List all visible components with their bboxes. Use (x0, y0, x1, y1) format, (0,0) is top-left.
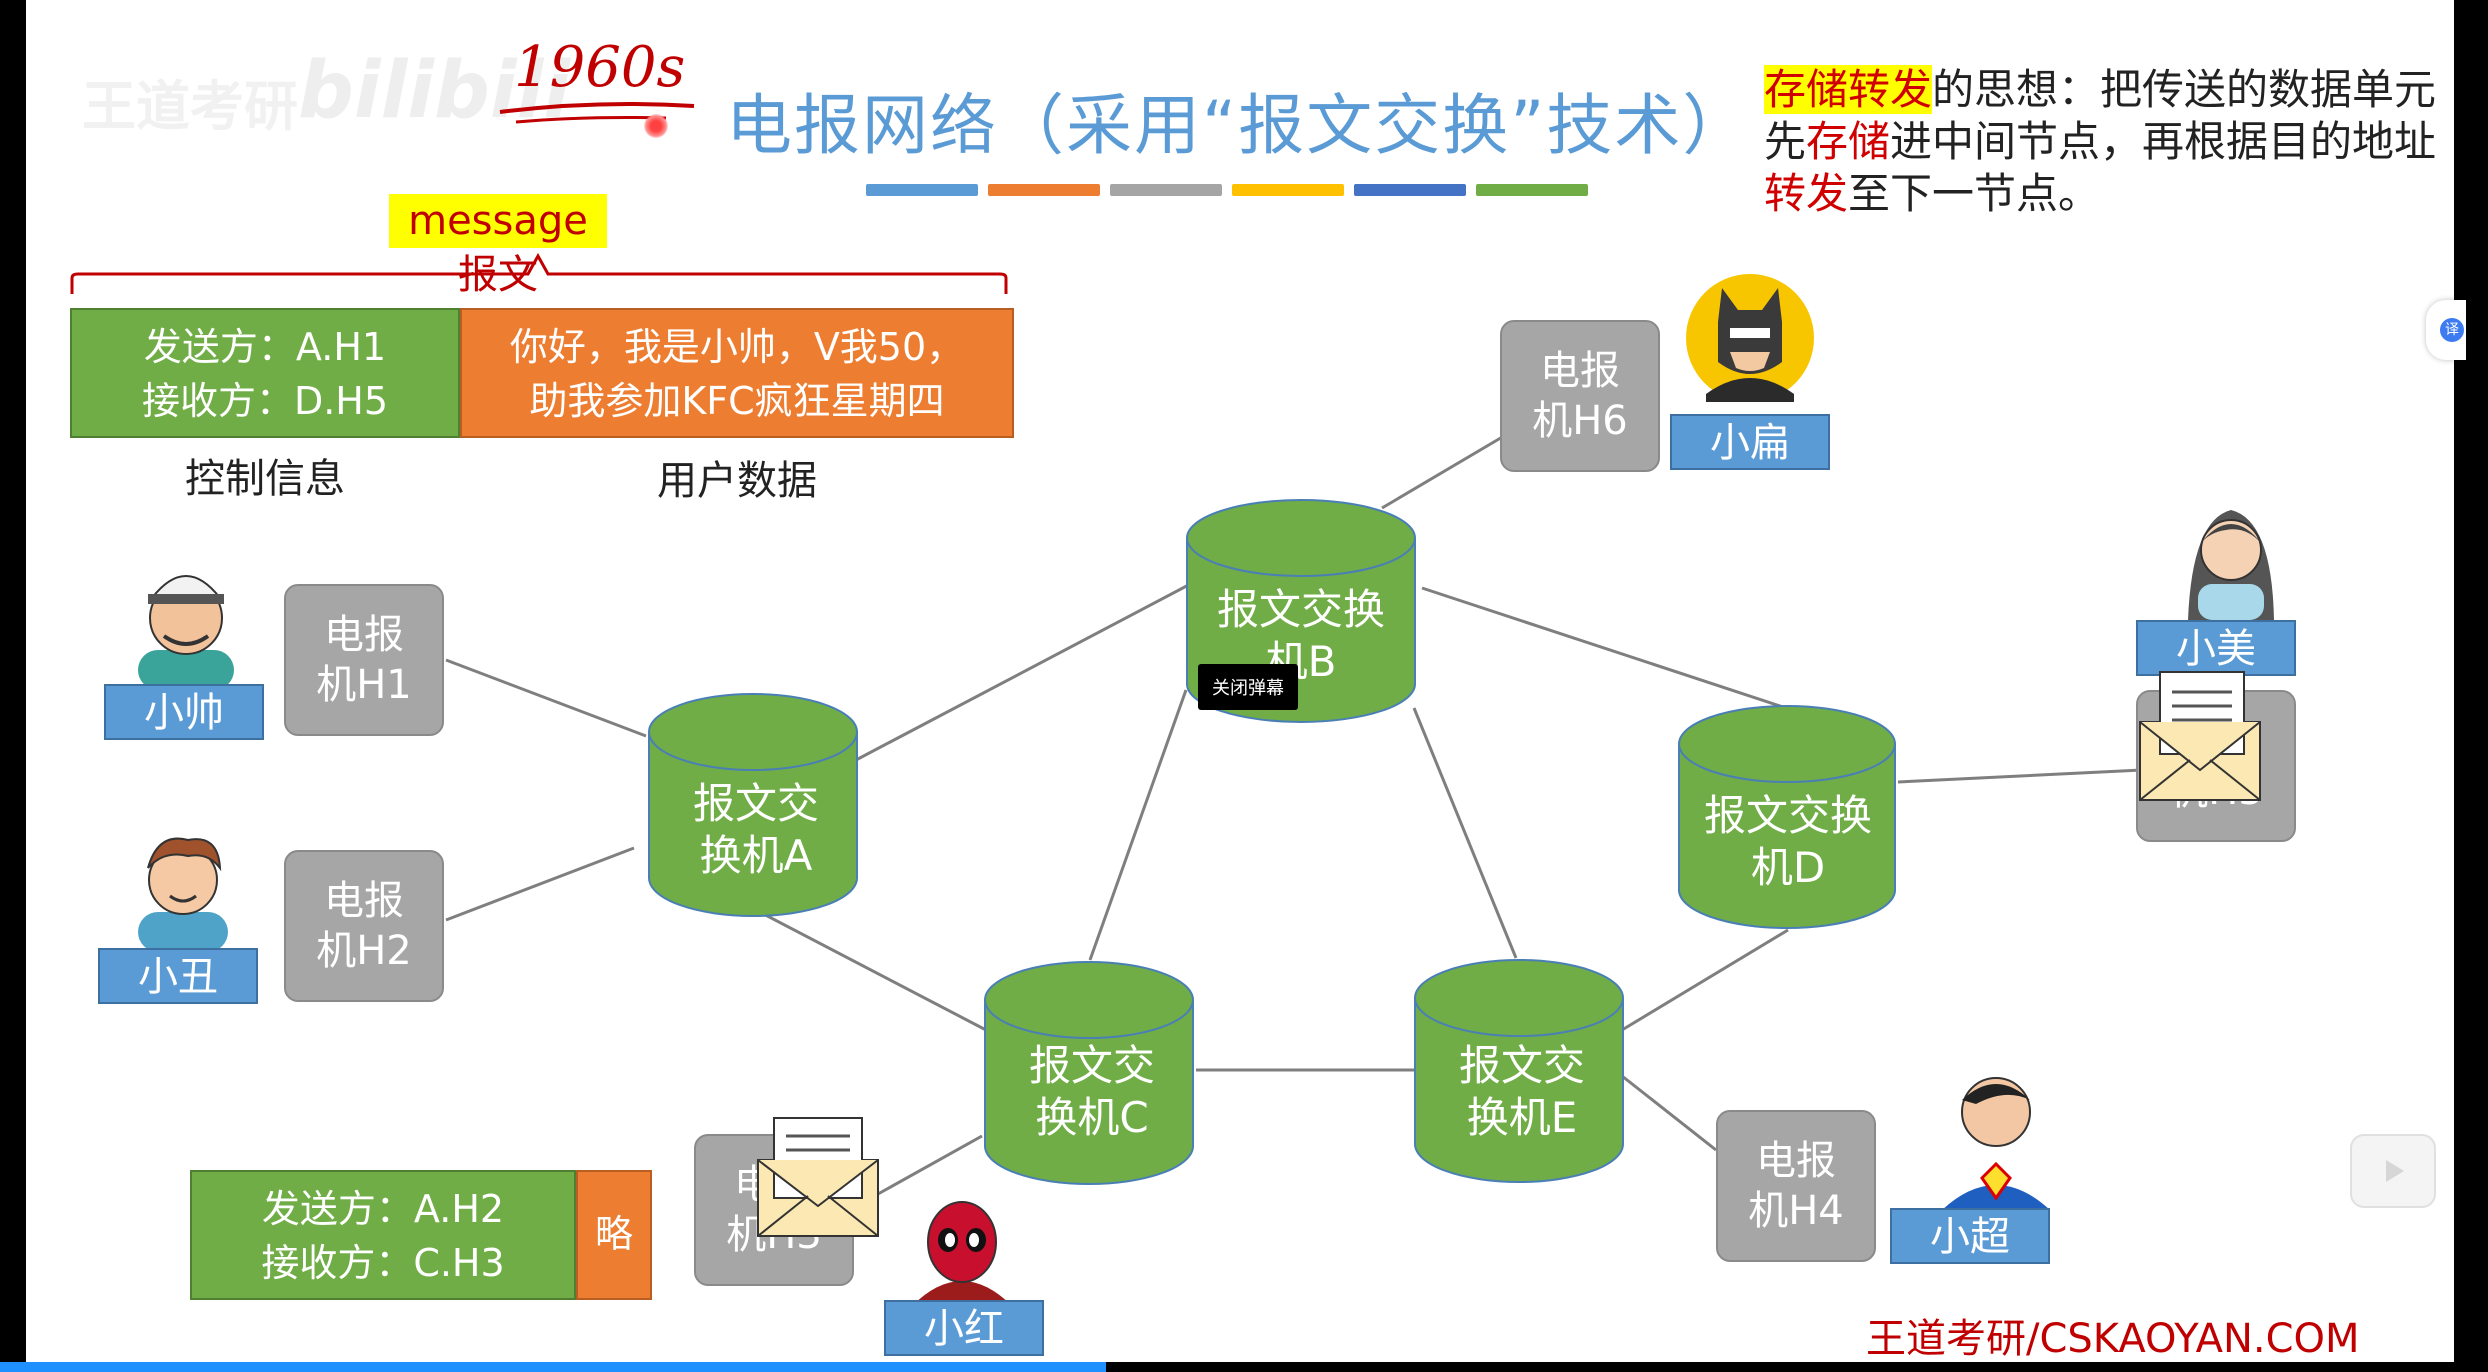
switch-C-label: 报文交换机C (992, 1040, 1192, 1144)
play-triangle-icon (2386, 1160, 2404, 1182)
link-B-E (1412, 707, 1518, 959)
switch-A (648, 693, 858, 917)
color-bar-3 (1110, 184, 1222, 196)
switch-E-line2: 换机E (1466, 1093, 1578, 1142)
user-data-line1: 你好，我是小帅，V我50， (509, 325, 965, 369)
host-H1: 电报机H1 (284, 584, 444, 736)
switch-D (1678, 705, 1896, 929)
switch-E-line1: 报文交 (1458, 1041, 1585, 1090)
link-E-D (1621, 928, 1789, 1032)
link-H2-A (445, 846, 635, 922)
tv-mode-button[interactable] (2350, 1134, 2436, 1208)
link-B-H6 (1381, 434, 1505, 510)
user-data-line2: 助我参加KFC疯狂星期四 (529, 379, 945, 423)
avatar-xiaochou-icon (138, 837, 228, 952)
link-B-D (1421, 586, 1787, 710)
name-tag-H4: 小超 (1890, 1208, 2050, 1264)
principle-store: 存储 (1806, 117, 1891, 166)
envelope-icon-H5 (2139, 671, 2261, 801)
principle-part3: 至下一节点。 (1848, 169, 2101, 218)
host-H4-line2: 机H4 (1748, 1188, 1844, 1234)
control-info-box: 发送方：A.H1 接收方：D.H5 (70, 308, 460, 438)
link-A-B (855, 578, 1199, 762)
laser-pointer-dot (644, 114, 668, 138)
translate-icon: 译 (2440, 318, 2464, 342)
message2-sender: 发送方：A.H2 (261, 1187, 505, 1231)
channel-watermark: 王道考研 (82, 75, 298, 138)
link-A-C (755, 908, 987, 1032)
switch-D-line2: 机D (1750, 843, 1826, 892)
name-tag-H5: 小美 (2136, 620, 2296, 676)
principle-part2: 进中间节点，再根据目的地址 (1890, 117, 2437, 166)
user-data-box: 你好，我是小帅，V我50， 助我参加KFC疯狂星期四 (460, 308, 1014, 438)
underline-stroke-1 (499, 102, 695, 114)
control-sender: 发送方：A.H1 (143, 325, 387, 369)
switch-C-line2: 换机C (1035, 1093, 1149, 1142)
color-bar-2 (988, 184, 1100, 196)
host-H2-line2: 机H2 (316, 928, 412, 974)
color-bar-4 (1232, 184, 1344, 196)
link-H1-A (445, 658, 647, 738)
color-bar-5 (1354, 184, 1466, 196)
name-tag-H1: 小帅 (104, 684, 264, 740)
message2-control-box: 发送方：A.H2 接收方：C.H3 (190, 1170, 576, 1300)
switch-C-line1: 报文交 (1028, 1041, 1155, 1090)
switch-A-line2: 换机A (699, 831, 813, 880)
handwritten-1960s-text: 1960s (514, 35, 685, 100)
slide-title: 电报网络（采用“报文交换”技术） (726, 87, 1751, 164)
user-data-caption: 用户数据 (657, 458, 817, 504)
color-bar-1 (866, 184, 978, 196)
link-E-H4 (1621, 1074, 1717, 1152)
avatar-xiaoshuai-icon (138, 575, 234, 690)
link-C-B (1088, 689, 1188, 961)
message-bracket (70, 252, 1008, 294)
highlight-store-forward: 存储转发 (1764, 65, 1933, 114)
host-H2-line1: 电报 (324, 878, 404, 924)
principle-forward: 转发 (1764, 169, 1849, 218)
host-H1-line2: 机H1 (316, 662, 412, 708)
host-H4-line1: 电报 (1756, 1138, 1836, 1184)
switch-A-line1: 报文交 (692, 779, 819, 828)
name-tag-H2: 小丑 (98, 948, 258, 1004)
host-H6: 电报机H6 (1500, 320, 1660, 472)
switch-A-label: 报文交换机A (656, 778, 856, 882)
message2-receiver: 接收方：C.H3 (261, 1241, 505, 1285)
switch-E (1414, 959, 1624, 1183)
avatar-xiaomei-icon (2188, 510, 2274, 620)
handwritten-annotation: 1960s (499, 35, 695, 124)
host-H6-line2: 机H6 (1532, 398, 1628, 444)
network-links (445, 434, 2143, 1196)
host-H2: 电报机H2 (284, 850, 444, 1002)
name-tag-H3: 小红 (884, 1300, 1044, 1356)
name-tag-H6: 小扁 (1670, 414, 1830, 470)
control-info-caption: 控制信息 (185, 456, 345, 502)
translate-button[interactable]: 译 (2426, 300, 2466, 360)
switch-D-line1: 报文交换 (1703, 791, 1872, 840)
avatar-xiaochao-icon (1942, 1077, 2050, 1210)
video-progress-bar[interactable] (0, 1362, 1106, 1372)
avatar-xiaobian-icon (1686, 274, 1814, 402)
close-danmaku-button[interactable]: 关闭弹幕 (1198, 664, 1298, 710)
avatar-xiaohong-icon (912, 1201, 1012, 1306)
switch-E-label: 报文交换机E (1422, 1040, 1622, 1144)
slide: 王道考研 bilibili 1960s 电报网络（采用“报文交换”技术） 存储转… (26, 0, 2454, 1362)
message2-omitted-box: 略 (576, 1170, 652, 1300)
footer-brand: 王道考研/CSKAOYAN.COM (1866, 1316, 2360, 1362)
message-label: message 报文 (389, 194, 607, 298)
host-H6-line1: 电报 (1540, 348, 1620, 394)
host-H4: 电报机H4 (1716, 1110, 1876, 1262)
switch-D-label: 报文交换机D (1680, 790, 1896, 894)
color-bar-6 (1476, 184, 1588, 196)
principle-part1: 的思想：把传送的数据单元先 (1764, 65, 2437, 166)
envelope-icon-H3 (757, 1117, 879, 1237)
host-H1-line1: 电报 (324, 612, 404, 658)
link-C-H3 (877, 1134, 983, 1196)
switch-C (984, 961, 1194, 1185)
link-D-H5 (1897, 768, 2143, 784)
switch-B-line1: 报文交换 (1216, 585, 1385, 634)
control-receiver: 接收方：D.H5 (141, 379, 389, 423)
store-and-forward-text: 存储转发的思想：把传送的数据单元先存储进中间节点，再根据目的地址转发至下一节点。 (1764, 64, 2454, 220)
